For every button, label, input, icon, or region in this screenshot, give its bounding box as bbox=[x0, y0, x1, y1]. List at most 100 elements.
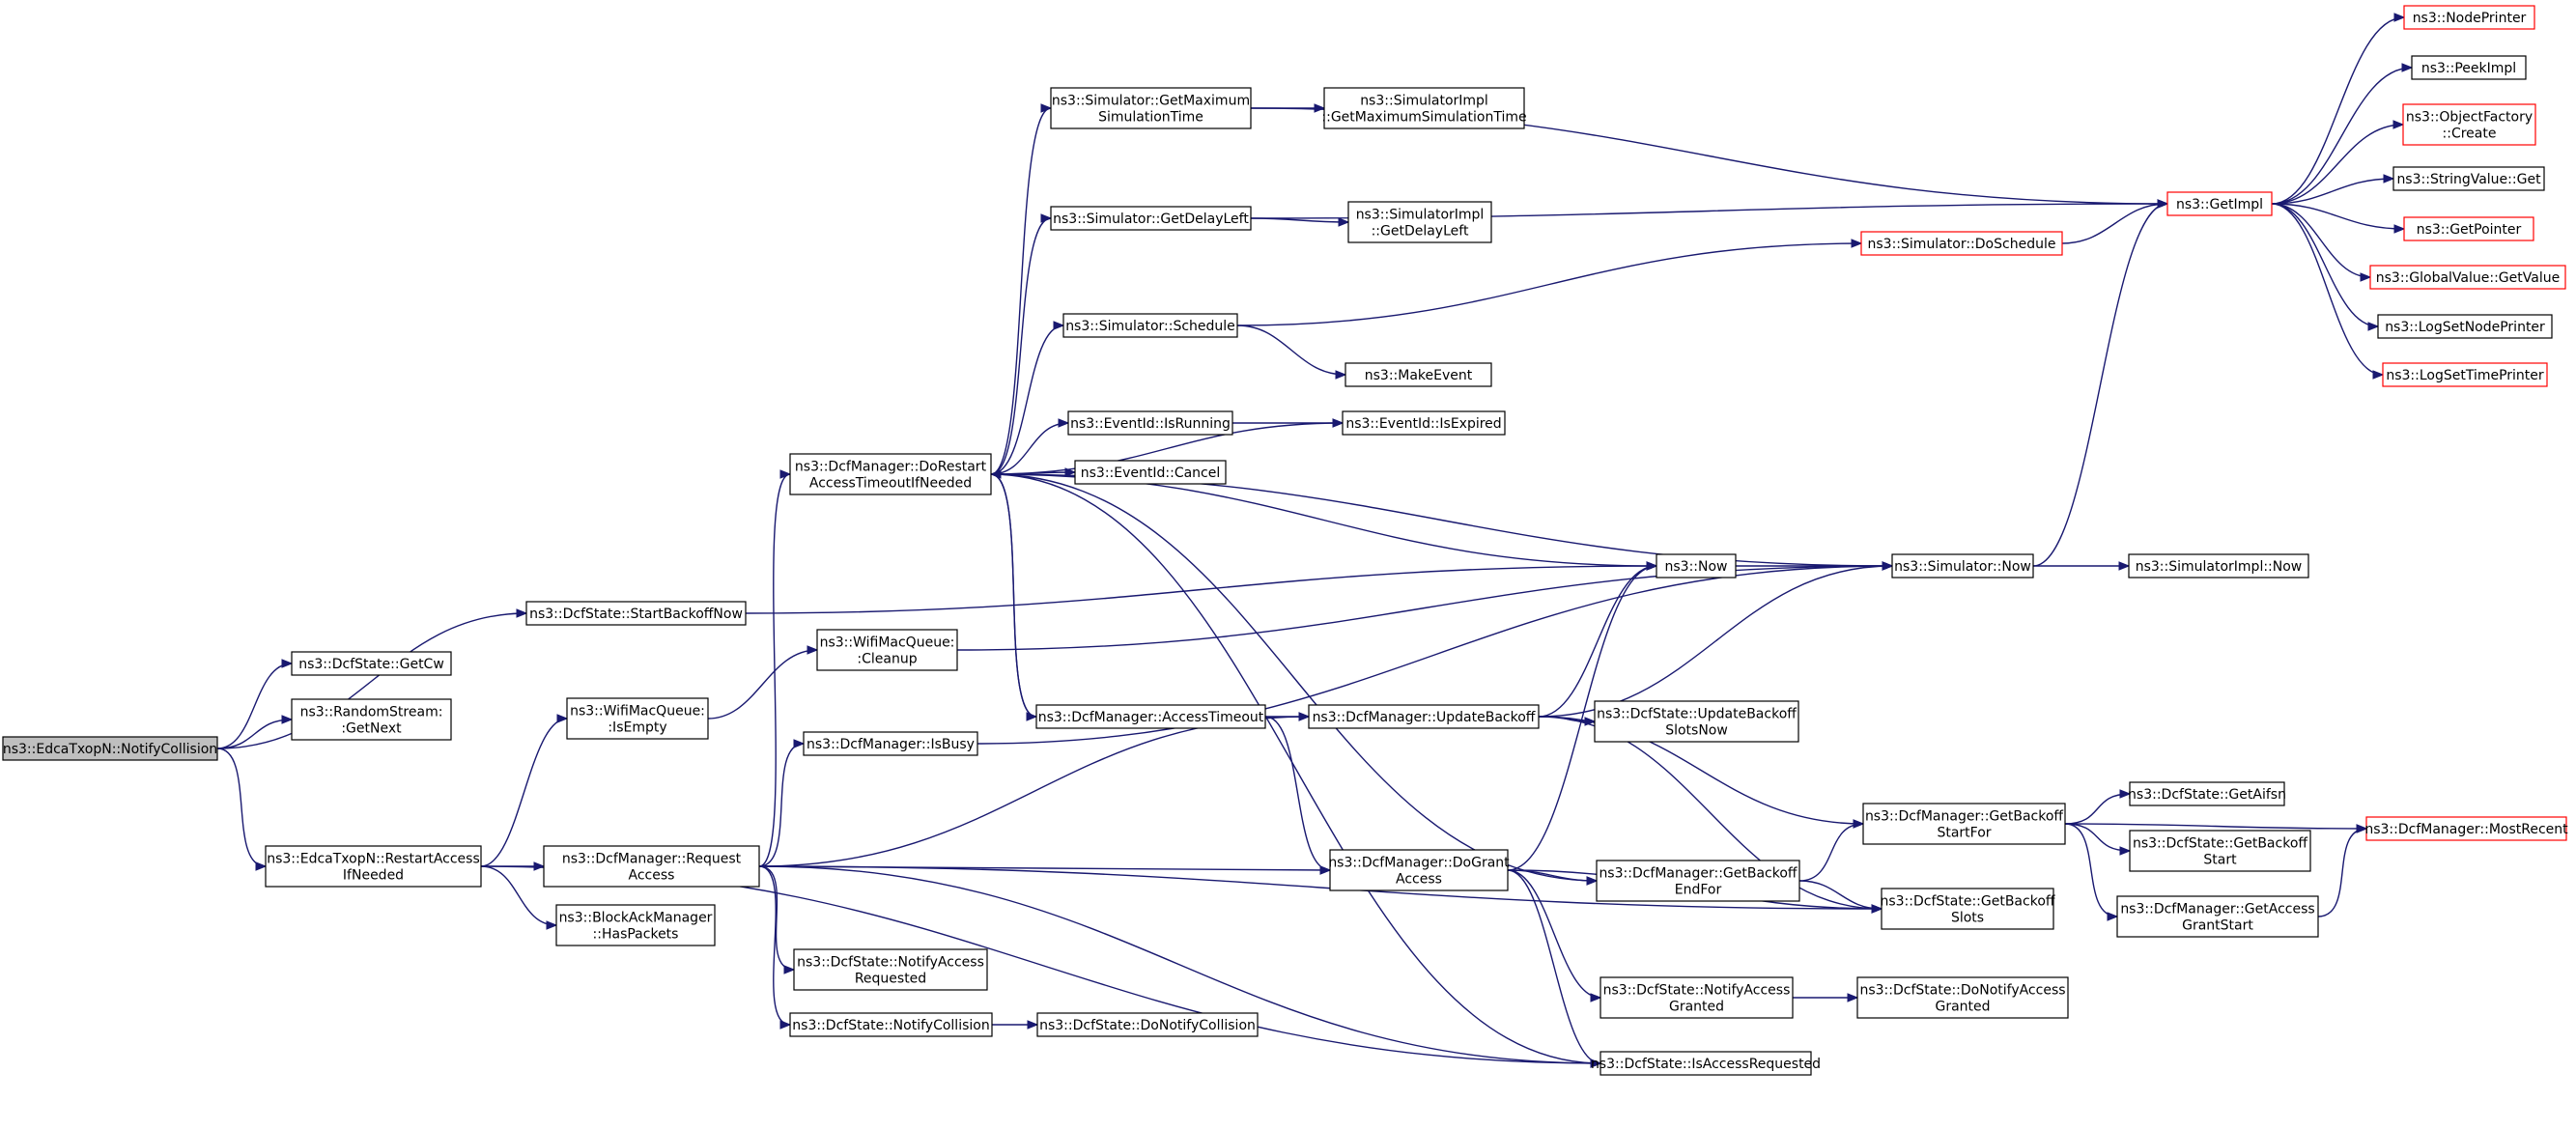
node-label: ns3::DcfState::UpdateBackoff bbox=[1597, 707, 1797, 722]
node-label: ns3::DcfState::GetBackoff bbox=[1880, 894, 2054, 910]
node-makeevent[interactable]: ns3::MakeEvent bbox=[1345, 362, 1492, 387]
edge-line bbox=[2064, 793, 2131, 825]
edge-isrunning-to-isexpired bbox=[1231, 418, 1345, 428]
edge-schedule-to-doschedule bbox=[1236, 239, 1863, 326]
node-simnow[interactable]: ns3::Simulator::Now bbox=[1891, 553, 2034, 579]
node-logtimeprinter[interactable]: ns3::LogSetTimePrinter bbox=[2382, 362, 2548, 387]
node-box bbox=[789, 1012, 993, 1037]
edge-line bbox=[2061, 203, 2168, 244]
edge-line bbox=[758, 865, 1882, 910]
node-isempty[interactable]: ns3::WifiMacQueue::IsEmpty bbox=[566, 697, 709, 740]
edge-line bbox=[216, 719, 293, 749]
node-cancel[interactable]: ns3::EventId::Cancel bbox=[1074, 460, 1227, 485]
node-isbusy[interactable]: ns3::DcfManager::IsBusy bbox=[803, 731, 978, 756]
edge-getbackoffend-to-getbackoffstart bbox=[1798, 819, 1865, 882]
node-haspackets[interactable]: ns3::BlockAckManager::HasPackets bbox=[555, 904, 716, 946]
node-isaccreq[interactable]: ns3::DcfState::IsAccessRequested bbox=[1591, 1051, 1821, 1076]
edge-reqaccess-to-notifycoll bbox=[758, 865, 792, 1030]
node-peekimpl[interactable]: ns3::PeekImpl bbox=[2411, 55, 2527, 80]
node-dorestart[interactable]: ns3::DcfManager::DoRestartAccessTimeoutI… bbox=[789, 453, 992, 495]
node-notifycoll[interactable]: ns3::DcfState::NotifyCollision bbox=[789, 1012, 993, 1037]
edge-updatebackoff-to-simnow bbox=[1538, 561, 1894, 718]
node-now[interactable]: ns3::Now bbox=[1656, 553, 1737, 579]
node-accesstimeout[interactable]: ns3::DcfManager::AccessTimeout bbox=[1035, 704, 1266, 729]
node-root[interactable]: ns3::EdcaTxopN::NotifyCollision bbox=[2, 736, 218, 761]
edge-dogrant-to-isaccreq bbox=[1507, 869, 1602, 1068]
node-globalvalue[interactable]: ns3::GlobalValue::GetValue bbox=[2369, 265, 2566, 290]
edge-doschedule-to-getimpl bbox=[2061, 199, 2169, 244]
edge-line bbox=[1236, 242, 1862, 326]
node-cleanup[interactable]: ns3::WifiMacQueue::Cleanup bbox=[816, 629, 958, 671]
node-lognodeprinter[interactable]: ns3::LogSetNodePrinter bbox=[2377, 314, 2553, 339]
node-label: ns3::RandomStream: bbox=[300, 705, 443, 720]
node-box bbox=[2402, 103, 2536, 146]
node-getimpl[interactable]: ns3::GetImpl bbox=[2166, 191, 2273, 216]
arrowhead bbox=[1298, 712, 1311, 721]
node-box bbox=[1345, 362, 1492, 387]
edge-getbackoffend-to-getbackoffslots bbox=[1798, 880, 1883, 914]
node-label: ns3::DcfState::GetCw bbox=[298, 657, 444, 672]
node-simimpldelay[interactable]: ns3::SimulatorImpl::GetDelayLeft bbox=[1347, 201, 1492, 243]
node-getmaxsim[interactable]: ns3::Simulator::GetMaximumSimulationTime bbox=[1050, 87, 1252, 129]
node-box bbox=[1881, 888, 2054, 930]
node-label: SimulationTime bbox=[1098, 110, 1203, 126]
edge-line bbox=[990, 473, 1037, 718]
node-simimplnow[interactable]: ns3::SimulatorImpl::Now bbox=[2128, 553, 2309, 579]
node-schedule[interactable]: ns3::Simulator::Schedule bbox=[1062, 313, 1238, 338]
edge-schedule-to-makeevent bbox=[1236, 325, 1347, 380]
edge-restart-to-isaccreq bbox=[480, 865, 1602, 1068]
node-objfactory[interactable]: ns3::ObjectFactory::Create bbox=[2402, 103, 2536, 146]
node-simimplmax[interactable]: ns3::SimulatorImpl::GetMaximumSimulation… bbox=[1321, 87, 1527, 129]
node-box bbox=[1036, 1012, 1259, 1037]
node-label: ns3::EventId::IsExpired bbox=[1345, 416, 1501, 432]
arrowhead bbox=[1053, 321, 1065, 330]
node-label: EndFor bbox=[1675, 883, 1722, 898]
node-box bbox=[566, 697, 709, 740]
edge-line bbox=[1538, 565, 1893, 718]
node-label: ::GetMaximumSimulationTime bbox=[1321, 110, 1526, 126]
node-getpointer[interactable]: ns3::GetPointer bbox=[2403, 216, 2534, 241]
node-label: ns3::Simulator::GetDelayLeft bbox=[1053, 212, 1249, 227]
node-getnext[interactable]: ns3::RandomStream::GetNext bbox=[291, 698, 452, 741]
arrowhead bbox=[2356, 824, 2368, 833]
node-box bbox=[291, 651, 452, 676]
edge-line bbox=[758, 865, 791, 1026]
arrowhead bbox=[1332, 418, 1345, 428]
node-label: ns3::DcfManager::Request bbox=[562, 852, 742, 867]
node-updatebackoff[interactable]: ns3::DcfManager::UpdateBackoff bbox=[1308, 704, 1540, 729]
node-getaifsn[interactable]: ns3::DcfState::GetAifsn bbox=[2128, 781, 2286, 806]
node-doschedule[interactable]: ns3::Simulator::DoSchedule bbox=[1860, 231, 2063, 256]
node-donotifycoll[interactable]: ns3::DcfState::DoNotifyCollision bbox=[1036, 1012, 1259, 1037]
edge-line bbox=[990, 473, 1601, 1064]
edge-cleanup-to-simnow bbox=[956, 561, 1894, 651]
node-box bbox=[1856, 976, 2069, 1019]
node-getdelay[interactable]: ns3::Simulator::GetDelayLeft bbox=[1050, 206, 1252, 231]
node-mostrecent[interactable]: ns3::DcfManager::MostRecent bbox=[2364, 816, 2568, 841]
edge-root-to-getnext bbox=[216, 715, 294, 749]
node-nodeprinter[interactable]: ns3::NodePrinter bbox=[2403, 5, 2535, 30]
arrowhead bbox=[2107, 912, 2119, 921]
node-isexpired[interactable]: ns3::EventId::IsExpired bbox=[1342, 410, 1506, 436]
node-label: ns3::DcfState::NotifyCollision bbox=[792, 1018, 989, 1033]
edge-dorestart-to-simnow bbox=[990, 473, 1894, 571]
node-isrunning[interactable]: ns3::EventId::IsRunning bbox=[1067, 410, 1233, 436]
edge-line bbox=[216, 748, 267, 867]
node-getcw[interactable]: ns3::DcfState::GetCw bbox=[291, 651, 452, 676]
edge-root-to-startbackoff bbox=[216, 608, 528, 749]
arrowhead bbox=[1590, 1058, 1602, 1068]
node-startbackoff[interactable]: ns3::DcfState::StartBackoffNow bbox=[525, 601, 747, 626]
node-stringvalue[interactable]: ns3::StringValue::Get bbox=[2392, 166, 2545, 191]
edge-getbackoffstart-to-getaccgrant bbox=[2064, 823, 2119, 921]
